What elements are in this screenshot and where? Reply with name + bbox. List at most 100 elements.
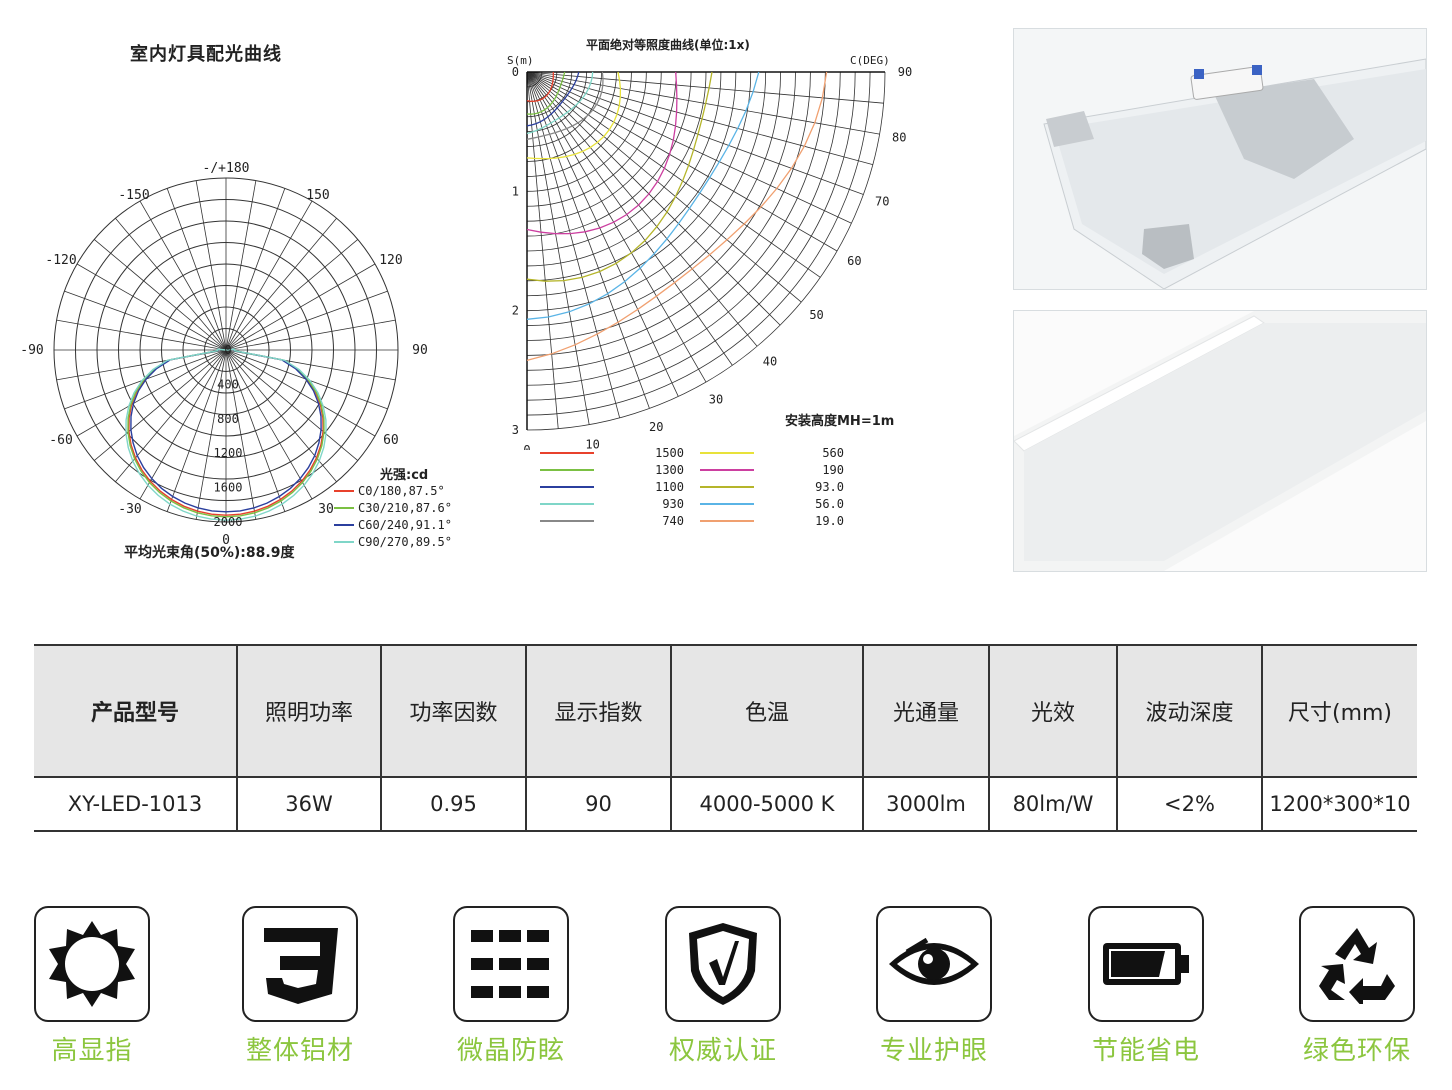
iso-contour [526,72,554,102]
iso-angle-tick: 50 [809,308,823,322]
polar-series-curve [127,348,325,518]
battery-icon [1088,906,1204,1022]
iso-legend-item: 93.0 [700,478,860,495]
legend-label: C0/180,87.5° [358,483,445,498]
feature-eco: 绿色环保 [1299,906,1415,1066]
iso-angle-tick: 0 [523,443,530,450]
feature-eye-care: 专业护眼 [876,906,992,1066]
iso-curves [526,71,828,362]
iso-grid-spoke [526,71,781,326]
feature-label: 节能省电 [1091,1036,1200,1066]
feature-aluminum: 整体铝材 [242,906,358,1066]
legend-swatch [540,502,594,505]
polar-angle-label: -120 [45,253,76,268]
feature-label: 整体铝材 [245,1036,354,1066]
header-model: 产品型号 [34,644,237,778]
iso-grid-spoke [526,71,621,418]
spec-table: 产品型号 照明功率 功率因数 显示指数 色温 光通量 光效 波动深度 尺寸(mm… [34,644,1417,832]
legend-label: 1100 [655,479,684,494]
polar-legend-item: C0/180,87.5° [334,482,484,499]
feature-energy-saving: 节能省电 [1088,906,1204,1066]
legend-swatch [540,485,594,488]
iso-y-tick: 2 [512,304,519,318]
iso-y-axis-label: S(m) [507,54,534,67]
polar-grid-spoke [225,188,286,351]
polar-angle-label: 90 [412,343,428,358]
legend-swatch [334,506,354,509]
iso-angle-tick: 40 [763,355,777,369]
polar-series-curve [125,348,327,521]
polar-radial-label: 1200 [214,446,243,460]
polar-angle-label: -30 [118,502,141,517]
polar-grid-spoke [76,263,227,351]
legend-swatch [700,502,754,505]
sun-icon [34,906,150,1022]
iso-angle-tick: 30 [709,392,723,406]
polar-grid-spoke [64,290,227,351]
iso-grid-spoke [526,71,873,166]
polar-grid-spoke [225,349,286,512]
polar-grid-spoke [225,217,337,351]
legend-swatch [700,468,754,471]
iso-contour [526,71,594,135]
polar-angle-label: 150 [306,188,329,203]
grid-icon [453,906,569,1022]
beam-angle-text: 平均光束角(50%):88.9度 [124,545,295,561]
polar-grid-spoke [225,349,257,520]
legend-label: 1500 [655,445,684,460]
product-photo-front [1013,310,1427,572]
polar-angle-label: -/+180 [203,161,250,176]
polar-grid-spoke [76,349,227,437]
polar-curves [125,348,327,521]
feature-label: 绿色环保 [1302,1036,1411,1066]
polar-grid [53,177,399,523]
feature-anti-glare: 微晶防眩 [453,906,569,1066]
legend-label: C60/240,91.1° [358,517,452,532]
polar-radial-label: 0 [224,343,231,357]
iso-contour [526,71,622,160]
legend-label: 740 [662,513,684,528]
iso-y-tick: 1 [512,184,519,198]
mount-height-text: 安装高度MH=1m [785,414,895,429]
legend-label: C30/210,87.6° [358,500,452,515]
feature-label: 权威认证 [668,1036,777,1066]
polar-grid-spoke [225,263,376,351]
aluminum-icon [242,906,358,1022]
iso-legend-item: 19.0 [700,512,860,529]
header-power: 照明功率 [236,644,381,778]
legend-swatch [700,485,754,488]
cell-power: 36W [236,777,381,832]
polar-legend-item: C30/210,87.6° [334,499,484,516]
legend-label: 190 [822,462,844,477]
iso-contour [526,71,580,127]
polar-grid-spoke [195,180,227,351]
polar-chart-title: 室内灯具配光曲线 [130,44,282,65]
polar-grid-spoke [115,349,227,483]
iso-angle-tick: 70 [875,194,889,208]
iso-grid-spoke [526,71,864,195]
polar-grid-spoke [93,239,227,351]
cell-flux: 3000lm [862,777,989,832]
iso-legend-item: 190 [700,461,860,478]
polar-grid-spoke [139,200,227,351]
iso-angle-tick: 90 [898,65,912,79]
feature-label: 专业护眼 [879,1036,988,1066]
cell-power-factor: 0.95 [380,777,526,832]
iso-contour [526,71,678,235]
iso-grid [526,71,886,431]
polar-grid-spoke [139,349,227,500]
polar-radial-label: 800 [217,412,239,426]
polar-angle-label: -90 [20,343,43,358]
iso-contour [526,71,713,282]
header-efficacy: 光效 [988,644,1117,778]
header-size: 尺寸(mm) [1261,644,1417,778]
polar-legend: C0/180,87.5°C30/210,87.6°C60/240,91.1°C9… [334,482,484,550]
iso-grid-spoke [526,71,884,104]
panel-front-illustration [1014,311,1426,571]
header-color-temp: 色温 [670,644,863,778]
